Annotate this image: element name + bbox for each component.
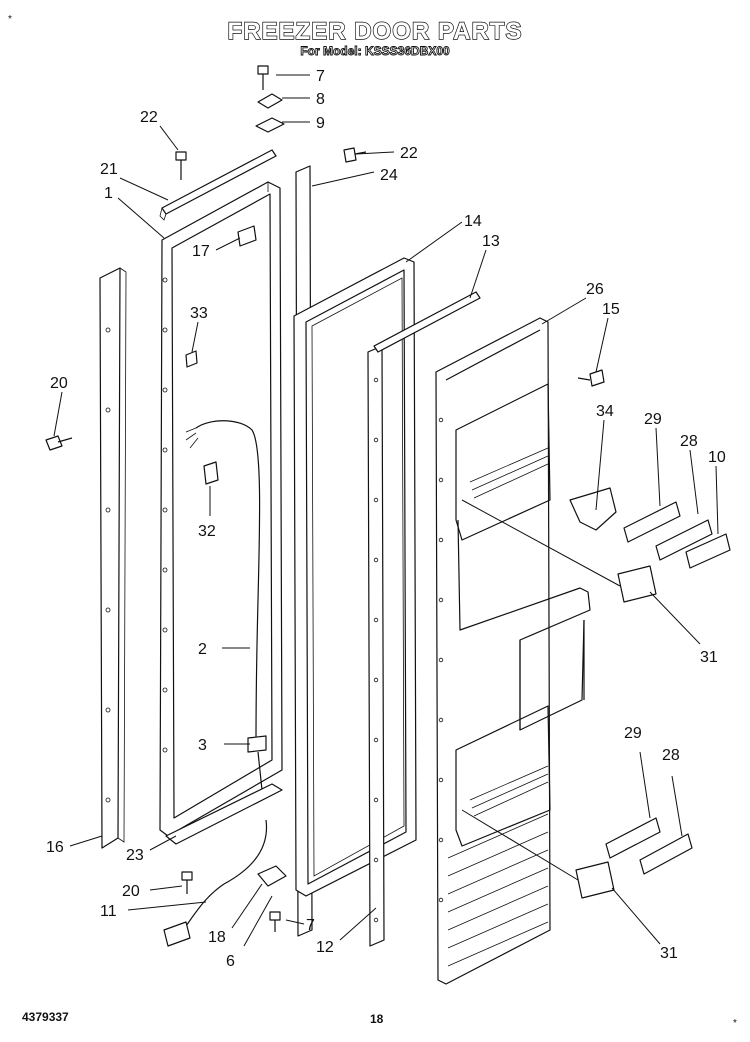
part-14-door-liner bbox=[293, 257, 417, 897]
part-8-hinge-pin bbox=[257, 93, 283, 109]
callout-10: 10 bbox=[708, 449, 726, 466]
part-32-connector bbox=[203, 461, 219, 485]
part-22-screw-left bbox=[175, 151, 187, 180]
part-15-screw bbox=[577, 369, 605, 387]
callout-29-bottom: 29 bbox=[624, 725, 642, 742]
callout-9: 9 bbox=[316, 115, 325, 132]
document-number: 4379337 bbox=[22, 1010, 69, 1024]
part-29-lower-trim bbox=[605, 817, 661, 859]
part-28-lower-trim bbox=[639, 833, 693, 875]
callout-6: 6 bbox=[226, 953, 235, 970]
part-9-hinge-plate bbox=[255, 117, 285, 133]
part-11-water-tube bbox=[163, 819, 268, 947]
callout-13: 13 bbox=[482, 233, 500, 250]
callout-12: 12 bbox=[316, 939, 334, 956]
callout-21: 21 bbox=[100, 161, 118, 178]
part-10-label bbox=[685, 533, 731, 569]
part-18-bottom-hinge bbox=[257, 865, 287, 887]
callout-7-bottom: 7 bbox=[306, 917, 315, 934]
callout-1: 1 bbox=[104, 185, 113, 202]
part-34-drip-tray bbox=[569, 487, 617, 531]
callout-23: 23 bbox=[126, 847, 144, 864]
part-23-bottom-bracket bbox=[165, 783, 283, 845]
callout-24: 24 bbox=[380, 167, 398, 184]
callout-22-right: 22 bbox=[400, 145, 418, 162]
callout-28-bottom: 28 bbox=[662, 747, 680, 764]
callout-28-top: 28 bbox=[680, 433, 698, 450]
callout-31-top: 31 bbox=[700, 649, 718, 666]
part-7-screw-top bbox=[257, 65, 269, 90]
corner-mark-top-left: * bbox=[8, 14, 12, 25]
callout-29-top: 29 bbox=[644, 411, 662, 428]
part-26-outer-door bbox=[435, 317, 591, 985]
part-12-strip bbox=[367, 345, 385, 947]
part-16-trim-strip bbox=[99, 267, 127, 849]
callout-8: 8 bbox=[316, 91, 325, 108]
callout-31-bottom: 31 bbox=[660, 945, 678, 962]
part-20-screw-left bbox=[45, 435, 73, 451]
corner-mark-bottom-right: * bbox=[733, 1018, 737, 1029]
model-subtitle: For Model: KSSS36DBX00 bbox=[300, 44, 450, 59]
part-1-door-frame bbox=[159, 181, 283, 837]
part-28-upper-trim bbox=[655, 519, 713, 561]
part-2-wire-harness bbox=[185, 420, 267, 791]
callout-15: 15 bbox=[602, 301, 620, 318]
part-31-lower-cover bbox=[575, 861, 615, 899]
page-number: 18 bbox=[370, 1012, 384, 1026]
part-7-screw-bottom bbox=[269, 911, 281, 932]
callout-17: 17 bbox=[192, 243, 210, 260]
callout-33: 33 bbox=[190, 305, 208, 322]
leader-lines bbox=[53, 74, 719, 947]
callout-16: 16 bbox=[46, 839, 64, 856]
callout-14: 14 bbox=[464, 213, 482, 230]
callout-32: 32 bbox=[198, 523, 216, 540]
part-22-screw-right bbox=[343, 147, 367, 163]
part-17-clip bbox=[237, 225, 257, 247]
callout-26: 26 bbox=[586, 281, 604, 298]
callout-20-bottom: 20 bbox=[122, 883, 140, 900]
part-20-screw-bottom bbox=[181, 871, 193, 894]
callout-11: 11 bbox=[100, 903, 117, 920]
part-29-upper-trim bbox=[623, 501, 681, 543]
part-13-top-strip bbox=[373, 291, 481, 353]
callout-34: 34 bbox=[596, 403, 614, 420]
callout-7-top: 7 bbox=[316, 68, 325, 85]
part-31-upper-cover bbox=[617, 565, 657, 603]
page-title: FREEZER DOOR PARTS bbox=[227, 17, 523, 45]
callout-22-left: 22 bbox=[140, 109, 158, 126]
part-21-top-bracket bbox=[159, 149, 277, 221]
callout-18: 18 bbox=[208, 929, 226, 946]
part-33-clip bbox=[185, 350, 198, 368]
callout-3: 3 bbox=[198, 737, 207, 754]
callout-2: 2 bbox=[198, 641, 207, 658]
callout-20-left: 20 bbox=[50, 375, 68, 392]
callout-labels: 7 8 9 22 21 1 22 24 17 33 20 32 14 13 26… bbox=[46, 68, 726, 970]
